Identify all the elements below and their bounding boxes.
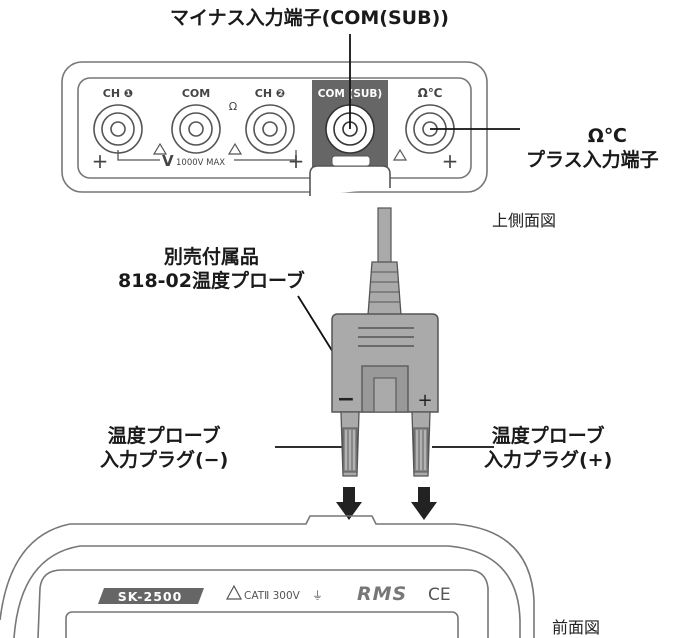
v-range-bracket	[117, 150, 297, 161]
plus-sign-ohm: +	[442, 149, 459, 173]
jack-ch1[interactable]	[93, 104, 143, 154]
probe-plug-plus	[411, 411, 431, 477]
accessory-label: 別売付属品 818-02温度プローブ	[118, 245, 305, 293]
plug-minus-label-line2: 入力プラグ(−)	[100, 449, 229, 471]
cat-label: CATⅡ 300V	[244, 590, 301, 602]
ce-mark: CE	[428, 585, 451, 605]
ch2-label: CH ❷	[255, 87, 285, 100]
jack-com[interactable]	[171, 104, 221, 154]
probe-strain-relief	[367, 261, 402, 316]
front-mid	[13, 545, 521, 638]
warning-icon	[152, 142, 408, 161]
probe-plus-sign: +	[417, 390, 432, 411]
plug-minus-label-line1: 温度プローブ	[107, 425, 221, 447]
front-inner	[37, 569, 489, 638]
cat-warning-icon	[225, 584, 243, 600]
model-badge	[98, 588, 204, 604]
probe-cable	[377, 207, 392, 265]
rms-logo: RMS	[357, 583, 407, 605]
com-label: COM	[182, 87, 210, 100]
plus-terminal-label: Ω℃ プラス入力端子	[526, 124, 659, 172]
plug-plus-label: 温度プローブ 入力プラグ(+)	[484, 424, 612, 472]
probe-plug-minus	[340, 411, 360, 477]
jack-ch2[interactable]	[245, 104, 295, 154]
top-view-panel: CH ❶ COM Ω CH ❷ COM (SUB) Ω℃	[61, 61, 488, 196]
front-view-label: 前面図	[552, 618, 601, 637]
front-display	[65, 611, 459, 638]
minus-terminal-label: マイナス入力端子(COM(SUB))	[170, 7, 449, 29]
plus-terminal-label-line1: Ω℃	[587, 125, 627, 147]
insert-arrow-icon	[336, 487, 437, 520]
plug-plus-label-line2: 入力プラグ(+)	[484, 449, 613, 471]
ohm-label: Ω	[229, 100, 237, 113]
accessory-label-line1: 別売付属品	[163, 246, 259, 268]
top-view-label: 上側面図	[492, 211, 557, 230]
front-outer	[0, 515, 535, 638]
probe-minus-sign: −	[337, 387, 355, 412]
v-label: V	[162, 152, 174, 170]
ground-icon: ⏚	[312, 589, 323, 602]
ohm-c-label: Ω℃	[418, 86, 443, 100]
plus-sign-ch2: +	[288, 149, 305, 173]
plug-plus-label-line1: 温度プローブ	[491, 425, 605, 447]
model-label: SK-2500	[118, 589, 183, 604]
front-view-panel: SK-2500 CATⅡ 300V ⏚ RMS CE	[0, 515, 535, 638]
plus-sign-ch1: +	[92, 149, 109, 173]
probe-body	[331, 313, 439, 413]
plug-minus-label: 温度プローブ 入力プラグ(−)	[100, 424, 228, 472]
ch1-label: CH ❶	[103, 87, 133, 100]
accessory-label-line2: 818-02温度プローブ	[118, 270, 305, 292]
v-max-label: 1000V MAX	[176, 158, 225, 168]
plus-terminal-label-line2: プラス入力端子	[526, 149, 659, 171]
panel-slot	[331, 155, 371, 167]
temperature-probe: − +	[331, 207, 439, 477]
probe-grip-lines	[358, 327, 414, 347]
